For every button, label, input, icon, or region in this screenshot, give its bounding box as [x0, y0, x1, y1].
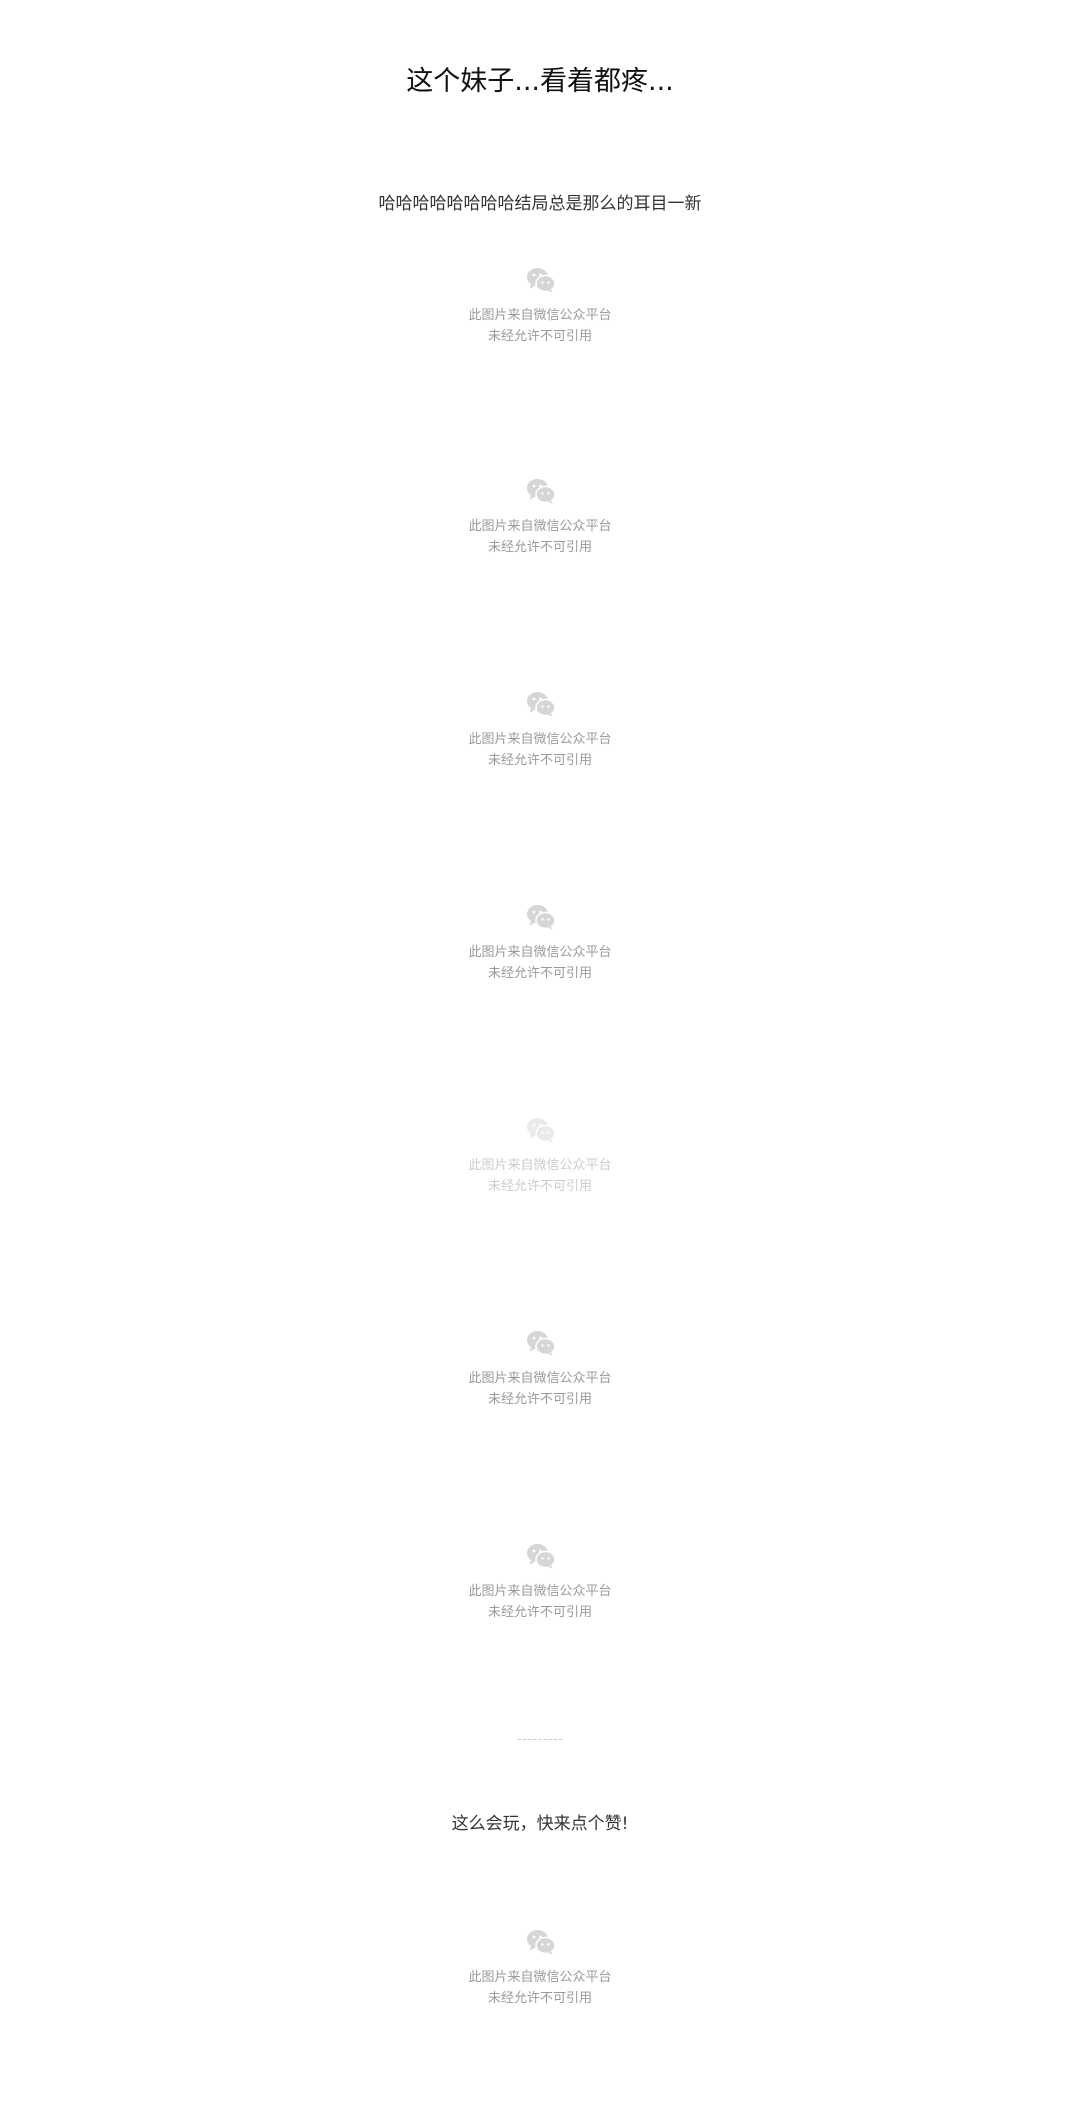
wechat-icon [527, 1331, 556, 1356]
image-placeholder: 此图片来自微信公众平台 未经允许不可引用 [440, 477, 640, 573]
placeholder-text-line2: 未经允许不可引用 [487, 1179, 592, 1194]
placeholder-text-line1: 此图片来自微信公众平台 [468, 1371, 612, 1386]
image-placeholder: 此图片来自微信公众平台 未经允许不可引用 [440, 1542, 640, 1638]
wechat-icon [527, 479, 556, 504]
wechat-icon [527, 1544, 556, 1569]
placeholder-text-line2: 未经允许不可引用 [487, 1991, 592, 2006]
image-placeholder: 此图片来自微信公众平台 未经允许不可引用 [440, 690, 640, 786]
placeholder-text-line2: 未经允许不可引用 [487, 1392, 592, 1407]
image-placeholder: 此图片来自微信公众平台 未经允许不可引用 [440, 266, 640, 362]
placeholder-text-line1: 此图片来自微信公众平台 [468, 1970, 612, 1985]
wechat-icon [527, 905, 556, 930]
image-placeholder: 此图片来自微信公众平台 未经允许不可引用 [440, 1116, 640, 1212]
placeholder-text-line2: 未经允许不可引用 [487, 329, 592, 344]
image-placeholder: 此图片来自微信公众平台 未经允许不可引用 [440, 1329, 640, 1425]
placeholder-text-line2: 未经允许不可引用 [487, 1605, 592, 1620]
placeholder-text-line1: 此图片来自微信公众平台 [468, 945, 612, 960]
article-closing-text: 这么会玩，快来点个赞! [451, 1814, 629, 1834]
placeholder-text-line1: 此图片来自微信公众平台 [468, 308, 612, 323]
placeholder-text-line1: 此图片来自微信公众平台 [468, 732, 612, 747]
image-placeholder: 此图片来自微信公众平台 未经允许不可引用 [440, 903, 640, 999]
placeholder-text-line2: 未经允许不可引用 [487, 966, 592, 981]
wechat-icon [527, 1930, 556, 1955]
placeholder-text-line1: 此图片来自微信公众平台 [468, 1158, 612, 1173]
placeholder-text-line2: 未经允许不可引用 [487, 753, 592, 768]
wechat-icon [527, 1118, 556, 1143]
placeholder-text-line2: 未经允许不可引用 [487, 540, 592, 555]
placeholder-text-line1: 此图片来自微信公众平台 [468, 1584, 612, 1599]
placeholder-text-line1: 此图片来自微信公众平台 [468, 519, 612, 534]
article-intro-text: 哈哈哈哈哈哈哈哈结局总是那么的耳目一新 [378, 194, 702, 214]
wechat-icon [527, 692, 556, 717]
image-placeholder: 此图片来自微信公众平台 未经允许不可引用 [440, 1928, 640, 2024]
wechat-icon [527, 268, 556, 293]
section-divider [518, 1739, 562, 1740]
article-title: 这个妹子...看着都疼... [406, 66, 674, 97]
